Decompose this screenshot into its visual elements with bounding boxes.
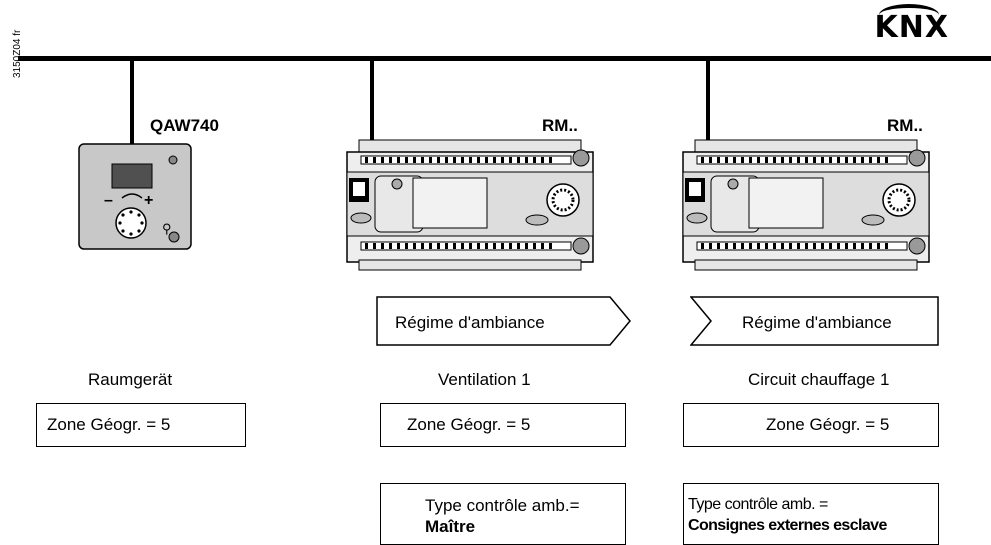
heating-type-label: Type contrôle amb. =	[688, 496, 828, 514]
knx-logo-arc	[879, 4, 939, 26]
heating-mode-arrow-text: Régime d'ambiance	[742, 313, 892, 332]
svg-text:⚲: ⚲	[162, 221, 172, 236]
plus-sign: +	[144, 192, 153, 209]
room-unit-device: – + ⚲	[78, 143, 193, 251]
heating-zone-box: Zone Géogr. = 5	[683, 403, 939, 447]
ventilation-mode-arrow: Régime d'ambiance	[376, 296, 632, 346]
knx-logo: KNX	[875, 10, 949, 45]
document-id: 3150Z04 fr	[12, 30, 23, 78]
heating-caption: Circuit chauffage 1	[748, 370, 889, 390]
ventilation-type-box: Type contrôle amb.= Maître	[380, 483, 626, 545]
heating-type-value: Consignes externes esclave	[688, 517, 887, 535]
ventilation-controller-device	[341, 136, 599, 272]
ventilation-caption: Ventilation 1	[438, 370, 531, 390]
room-unit-caption: Raumgerät	[88, 370, 172, 390]
ventilation-zone-box: Zone Géogr. = 5	[380, 403, 626, 447]
room-unit-zone-box: Zone Géogr. = 5	[36, 403, 246, 447]
minus-sign: –	[104, 192, 113, 209]
bus-drop-ventilation	[370, 58, 374, 144]
knx-bus-line	[18, 56, 991, 61]
room-unit-label: QAW740	[150, 116, 219, 136]
ventilation-zone-text: Zone Géogr. = 5	[407, 415, 530, 435]
ventilation-type-label: Type contrôle amb.=	[425, 496, 580, 516]
room-unit-zone-text: Zone Géogr. = 5	[47, 415, 170, 435]
heating-controller-device	[677, 136, 935, 272]
ventilation-mode-arrow-text: Régime d'ambiance	[395, 313, 545, 332]
heating-controller-label: RM..	[887, 116, 923, 136]
heating-type-box: Type contrôle amb. = Consignes externes …	[683, 483, 939, 545]
heating-zone-text: Zone Géogr. = 5	[766, 415, 889, 435]
bus-drop-room-unit	[130, 58, 134, 146]
heating-mode-arrow: Régime d'ambiance	[690, 296, 940, 346]
bus-drop-heating	[706, 58, 710, 144]
ventilation-controller-label: RM..	[542, 116, 578, 136]
ventilation-type-value: Maître	[425, 517, 475, 537]
